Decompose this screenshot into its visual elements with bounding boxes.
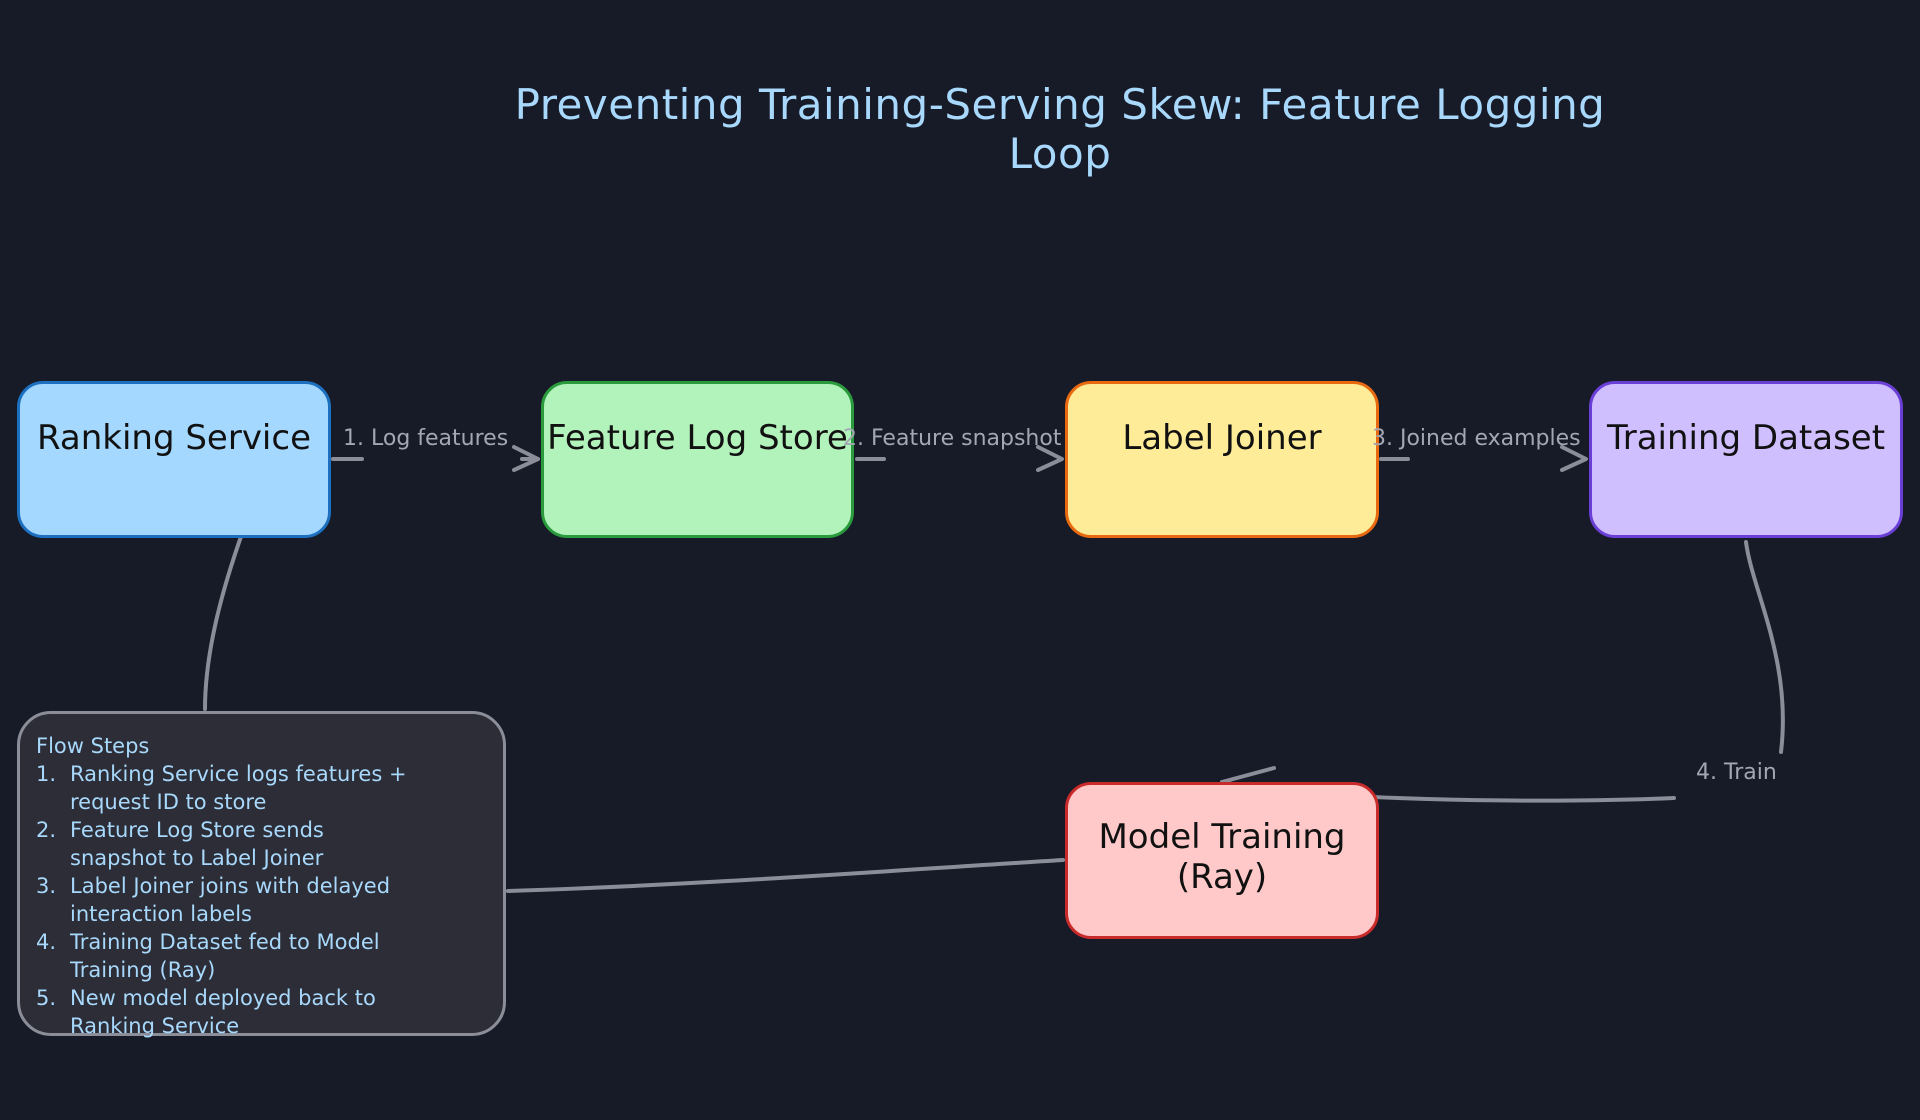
note-step: 4. Training Dataset fed to Model Trainin… <box>36 928 487 984</box>
edge-label-log-features: 1. Log features <box>343 426 509 451</box>
diagram-title: Preventing Training-Serving Skew: Featur… <box>514 80 1606 178</box>
step-number: 3. <box>36 874 57 898</box>
step-text: Label Joiner joins with delayed interact… <box>70 874 391 926</box>
flow-steps-note[interactable]: Flow Steps 1. Ranking Service logs featu… <box>17 711 506 1038</box>
note-step: 2. Feature Log Store sends snapshot to L… <box>36 816 487 872</box>
step-number: 5. <box>36 986 57 1010</box>
step-number: 1. <box>36 762 57 786</box>
arrowhead-joined-examples <box>1560 445 1588 472</box>
node-label: Ranking Service <box>37 418 311 458</box>
step-text: Feature Log Store sends snapshot to Labe… <box>70 818 324 870</box>
arrowhead-feature-snapshot <box>1036 445 1064 472</box>
node-label-joiner[interactable]: Label Joiner <box>1065 381 1379 538</box>
note-step: 5. New model deployed back to Ranking Se… <box>36 984 487 1040</box>
node-training-dataset[interactable]: Training Dataset <box>1589 381 1903 538</box>
note-step: 3. Label Joiner joins with delayed inter… <box>36 872 487 928</box>
node-label: Label Joiner <box>1122 418 1322 458</box>
notes-heading: Flow Steps <box>36 734 150 758</box>
node-ranking-service[interactable]: Ranking Service <box>17 381 331 538</box>
note-step: 1. Ranking Service logs features + reque… <box>36 760 487 816</box>
edge-label-train: 4. Train <box>1696 760 1777 785</box>
step-text: Training Dataset fed to Model Training (… <box>70 930 380 982</box>
edge-train-down <box>1744 540 1785 754</box>
edge-deploy-bottom <box>506 858 1065 893</box>
step-text: New model deployed back to Ranking Servi… <box>70 986 376 1038</box>
node-label: Feature Log Store <box>547 418 848 458</box>
edge-label-joined-examples: 3. Joined examples <box>1372 426 1581 451</box>
node-model-training[interactable]: Model Training (Ray) <box>1065 782 1379 939</box>
edge-label-feature-snapshot: 2. Feature snapshot <box>843 426 1062 451</box>
node-label: Training Dataset <box>1606 418 1886 458</box>
step-text: Ranking Service logs features + request … <box>70 762 407 814</box>
node-label: Model Training (Ray) <box>1098 817 1346 897</box>
arrowhead-log-features <box>512 445 540 472</box>
step-number: 2. <box>36 818 57 842</box>
step-number: 4. <box>36 930 57 954</box>
node-feature-log-store[interactable]: Feature Log Store <box>541 381 854 538</box>
